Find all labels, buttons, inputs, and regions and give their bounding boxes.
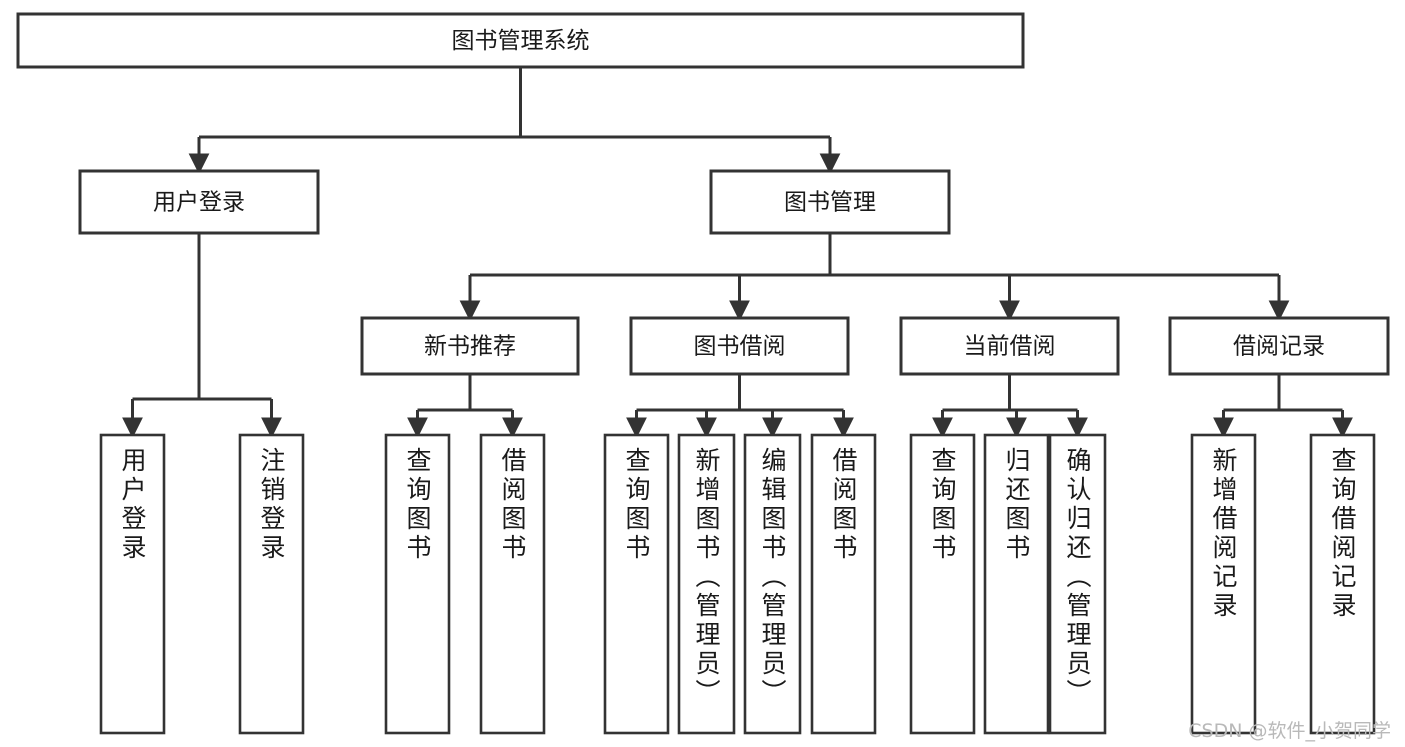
leaf-node-box[interactable] xyxy=(909,433,976,735)
leaf-node-box[interactable] xyxy=(983,433,1050,735)
leaf-node-box[interactable] xyxy=(1190,433,1257,735)
level2-node-label: 用户登录 xyxy=(153,190,245,216)
level2-node-label: 图书管理 xyxy=(784,190,876,216)
level2-node-l2-book-manage[interactable]: 图书管理 xyxy=(709,169,951,235)
level3-node-label: 图书借阅 xyxy=(694,334,786,360)
leaf-node-box[interactable] xyxy=(99,433,166,735)
leaf-node-box[interactable] xyxy=(677,433,736,735)
level3-node-label: 新书推荐 xyxy=(424,334,516,360)
level3-node-label: 借阅记录 xyxy=(1233,334,1325,360)
leaf-node-box[interactable] xyxy=(479,433,546,735)
level3-node-l3-book-borrow[interactable]: 图书借阅 xyxy=(629,316,850,376)
level2-node-l2-user-login[interactable]: 用户登录 xyxy=(78,169,320,235)
leaf-node-box[interactable] xyxy=(743,433,802,735)
root-node-label: 图书管理系统 xyxy=(452,28,590,54)
level3-node-l3-current-loan[interactable]: 当前借阅 xyxy=(899,316,1120,376)
leaf-node-box[interactable] xyxy=(1309,433,1376,735)
level3-node-l3-loan-record[interactable]: 借阅记录 xyxy=(1168,316,1390,376)
leaf-node-box[interactable] xyxy=(810,433,877,735)
level3-node-label: 当前借阅 xyxy=(964,334,1056,360)
csdn-watermark: CSDN @软件_小贺同学 xyxy=(1188,720,1391,742)
level3-node-l3-new-book-rec[interactable]: 新书推荐 xyxy=(360,316,580,376)
leaf-node-box[interactable] xyxy=(603,433,670,735)
leaf-node-box[interactable] xyxy=(238,433,305,735)
root-node-root[interactable]: 图书管理系统 xyxy=(16,12,1025,69)
leaf-node-box[interactable] xyxy=(1048,433,1107,735)
leaf-node-box[interactable] xyxy=(384,433,451,735)
connector-lines xyxy=(122,67,1353,439)
